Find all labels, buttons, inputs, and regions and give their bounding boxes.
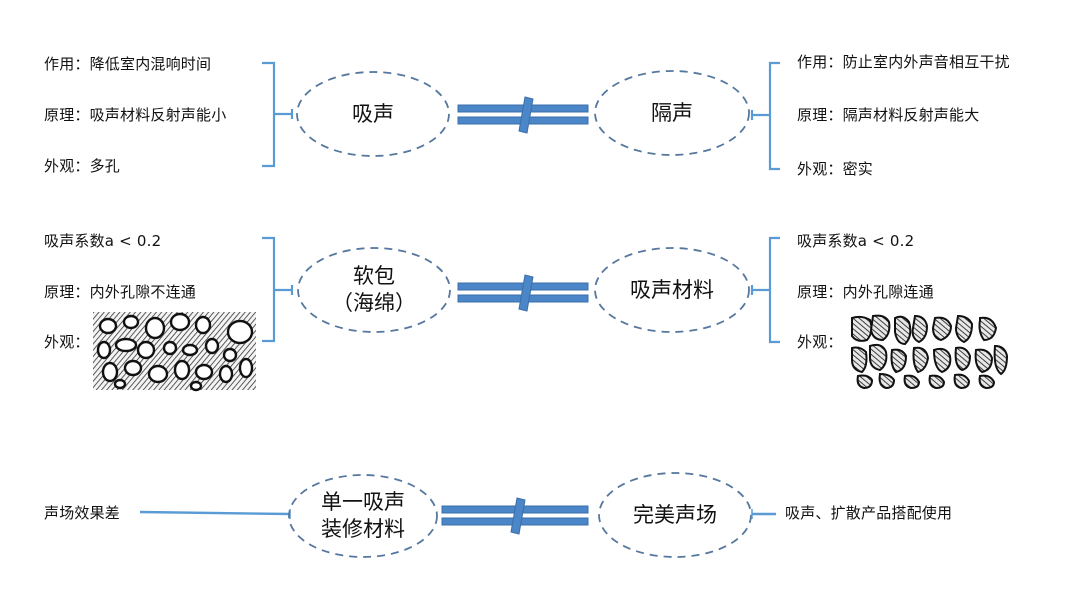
ellipse-perfect-sound-field[interactable] — [598, 472, 752, 558]
row-2 — [93, 236, 1009, 392]
row-1-left-item-principle: 原理：吸声材料反射声能小 — [44, 106, 227, 124]
row-3-left-item: 声场效果差 — [44, 504, 121, 522]
ellipse-absorption-material[interactable] — [594, 247, 750, 333]
row-1-right-item-function: 作用：防止室内外声音相互干扰 — [797, 53, 1010, 71]
node-label: 完美声场 — [633, 502, 717, 527]
row-1-left-item-appearance: 外观：多孔 — [44, 157, 121, 175]
open-cell-porous-texture — [849, 313, 1009, 390]
node-label: 吸声材料 — [630, 277, 714, 302]
row-2-right-item-principle: 原理：内外孔隙连通 — [797, 283, 934, 301]
node-soft-pack-sponge[interactable]: 软包 （海绵） — [298, 248, 450, 332]
row-1-right-item-appearance: 外观：密实 — [797, 160, 874, 178]
row-2-left-item-principle: 原理：内外孔隙不连通 — [44, 283, 197, 301]
row-3 — [139, 472, 776, 558]
row-2-right-item-coefficient: 吸声系数a < 0.2 — [797, 232, 915, 250]
node-absorption-material[interactable]: 吸声材料 — [595, 248, 749, 332]
node-label: 隔声 — [651, 100, 693, 125]
not-equal-icon — [457, 274, 589, 312]
ellipse-sound-insulation[interactable] — [594, 70, 750, 156]
node-label-line-1: 单一吸声 — [321, 490, 405, 514]
closed-cell-foam-texture — [93, 312, 256, 392]
connector-line-left — [139, 510, 291, 516]
row-2-left-item-coefficient: 吸声系数a < 0.2 — [44, 232, 162, 250]
row-1 — [262, 61, 780, 171]
right-bracket-row-2 — [750, 236, 780, 344]
right-bracket-row-1 — [750, 61, 780, 171]
node-perfect-sound-field[interactable]: 完美声场 — [599, 473, 751, 557]
row-1-right-item-principle: 原理：隔声材料反射声能大 — [797, 106, 980, 124]
ellipse-single-absorption-material[interactable] — [288, 474, 438, 558]
node-single-absorption-material[interactable]: 单一吸声 装修材料 — [289, 475, 437, 557]
node-sound-absorption[interactable]: 吸声 — [297, 72, 449, 156]
ellipse-sound-absorption[interactable] — [296, 71, 450, 157]
node-sound-insulation[interactable]: 隔声 — [595, 71, 749, 155]
not-equal-icon — [441, 497, 589, 535]
node-label-line-2: 装修材料 — [321, 517, 405, 541]
left-bracket-row-1 — [262, 61, 294, 168]
row-3-right-item: 吸声、扩散产品搭配使用 — [785, 504, 953, 522]
row-2-right-item-appearance: 外观： — [797, 333, 843, 351]
node-label-line-2: （海绵） — [332, 291, 416, 315]
node-label: 吸声 — [352, 101, 394, 126]
ellipse-soft-pack-sponge[interactable] — [297, 247, 451, 333]
row-2-left-item-appearance: 外观： — [44, 333, 90, 351]
row-1-left-item-function: 作用：降低室内混响时间 — [44, 55, 212, 73]
left-bracket-row-2 — [262, 236, 294, 343]
not-equal-icon — [457, 96, 589, 134]
node-label-line-1: 软包 — [353, 264, 395, 288]
